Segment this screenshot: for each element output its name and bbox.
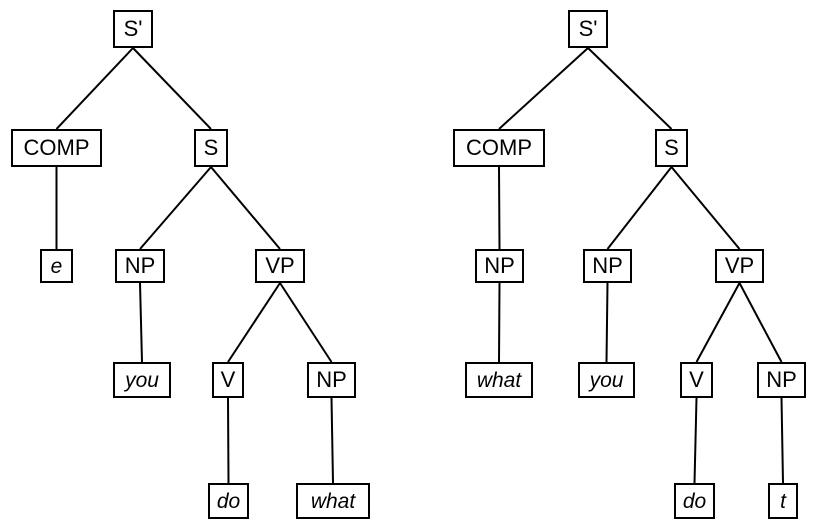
tree-node-r-what: what <box>465 362 533 398</box>
tree-node-l-np1: NP <box>115 249 165 283</box>
tree-node-r-s: S <box>655 129 688 167</box>
tree-node-r-sbar: S' <box>568 10 608 48</box>
tree-edge-L-V-to-L-do <box>227 397 230 484</box>
tree-node-r-comp: COMP <box>453 129 545 167</box>
tree-edge-L-NP2-to-L-what <box>330 397 334 484</box>
tree-node-r-np0: NP <box>475 249 524 283</box>
tree-node-r-np1: NP <box>583 249 632 283</box>
tree-edge-R-V-to-R-do <box>693 397 698 484</box>
tree-node-l-np2: NP <box>307 362 356 398</box>
tree-edge-R-NP1-to-R-you <box>605 282 609 363</box>
tree-edge-R-COMP-to-R-NP0 <box>498 166 501 250</box>
tree-node-r-v: V <box>680 362 713 398</box>
tree-edge-L-S-to-L-VP <box>210 166 281 250</box>
tree-node-l-do: do <box>208 483 249 519</box>
tree-edge-L-Sbar-to-L-S <box>132 47 212 130</box>
tree-node-l-vp: VP <box>255 249 305 283</box>
tree-node-l-you: you <box>113 362 171 398</box>
tree-node-l-v: V <box>212 362 244 398</box>
tree-edge-R-NP0-to-R-what <box>498 282 501 363</box>
tree-edge-R-Sbar-to-R-COMP <box>498 47 589 130</box>
tree-edge-L-Sbar-to-L-COMP <box>55 47 134 130</box>
tree-node-l-s: S <box>194 129 228 167</box>
tree-edge-L-VP-to-L-NP2 <box>279 282 333 363</box>
tree-edge-R-VP-to-R-NP2 <box>738 282 783 363</box>
tree-node-r-do: do <box>674 483 715 519</box>
tree-edge-R-Sbar-to-R-S <box>587 47 673 130</box>
tree-node-l-comp: COMP <box>11 129 102 167</box>
tree-edge-L-S-to-L-NP1 <box>139 166 212 250</box>
tree-node-r-you: you <box>578 362 635 398</box>
tree-node-l-e: e <box>40 249 73 283</box>
tree-edge-R-NP2-to-R-t <box>780 397 784 484</box>
tree-edge-L-VP-to-L-V <box>227 282 281 363</box>
tree-edge-R-S-to-R-VP <box>670 166 741 250</box>
tree-node-l-what: what <box>296 483 370 519</box>
tree-edge-R-S-to-R-NP1 <box>606 166 673 250</box>
tree-node-r-t: t <box>768 483 798 519</box>
tree-edge-R-VP-to-R-V <box>695 282 741 363</box>
tree-edge-L-NP1-to-L-you <box>139 282 143 363</box>
tree-node-r-vp: VP <box>715 249 764 283</box>
tree-node-r-np2: NP <box>757 362 806 398</box>
tree-node-l-sbar: S' <box>113 10 153 48</box>
